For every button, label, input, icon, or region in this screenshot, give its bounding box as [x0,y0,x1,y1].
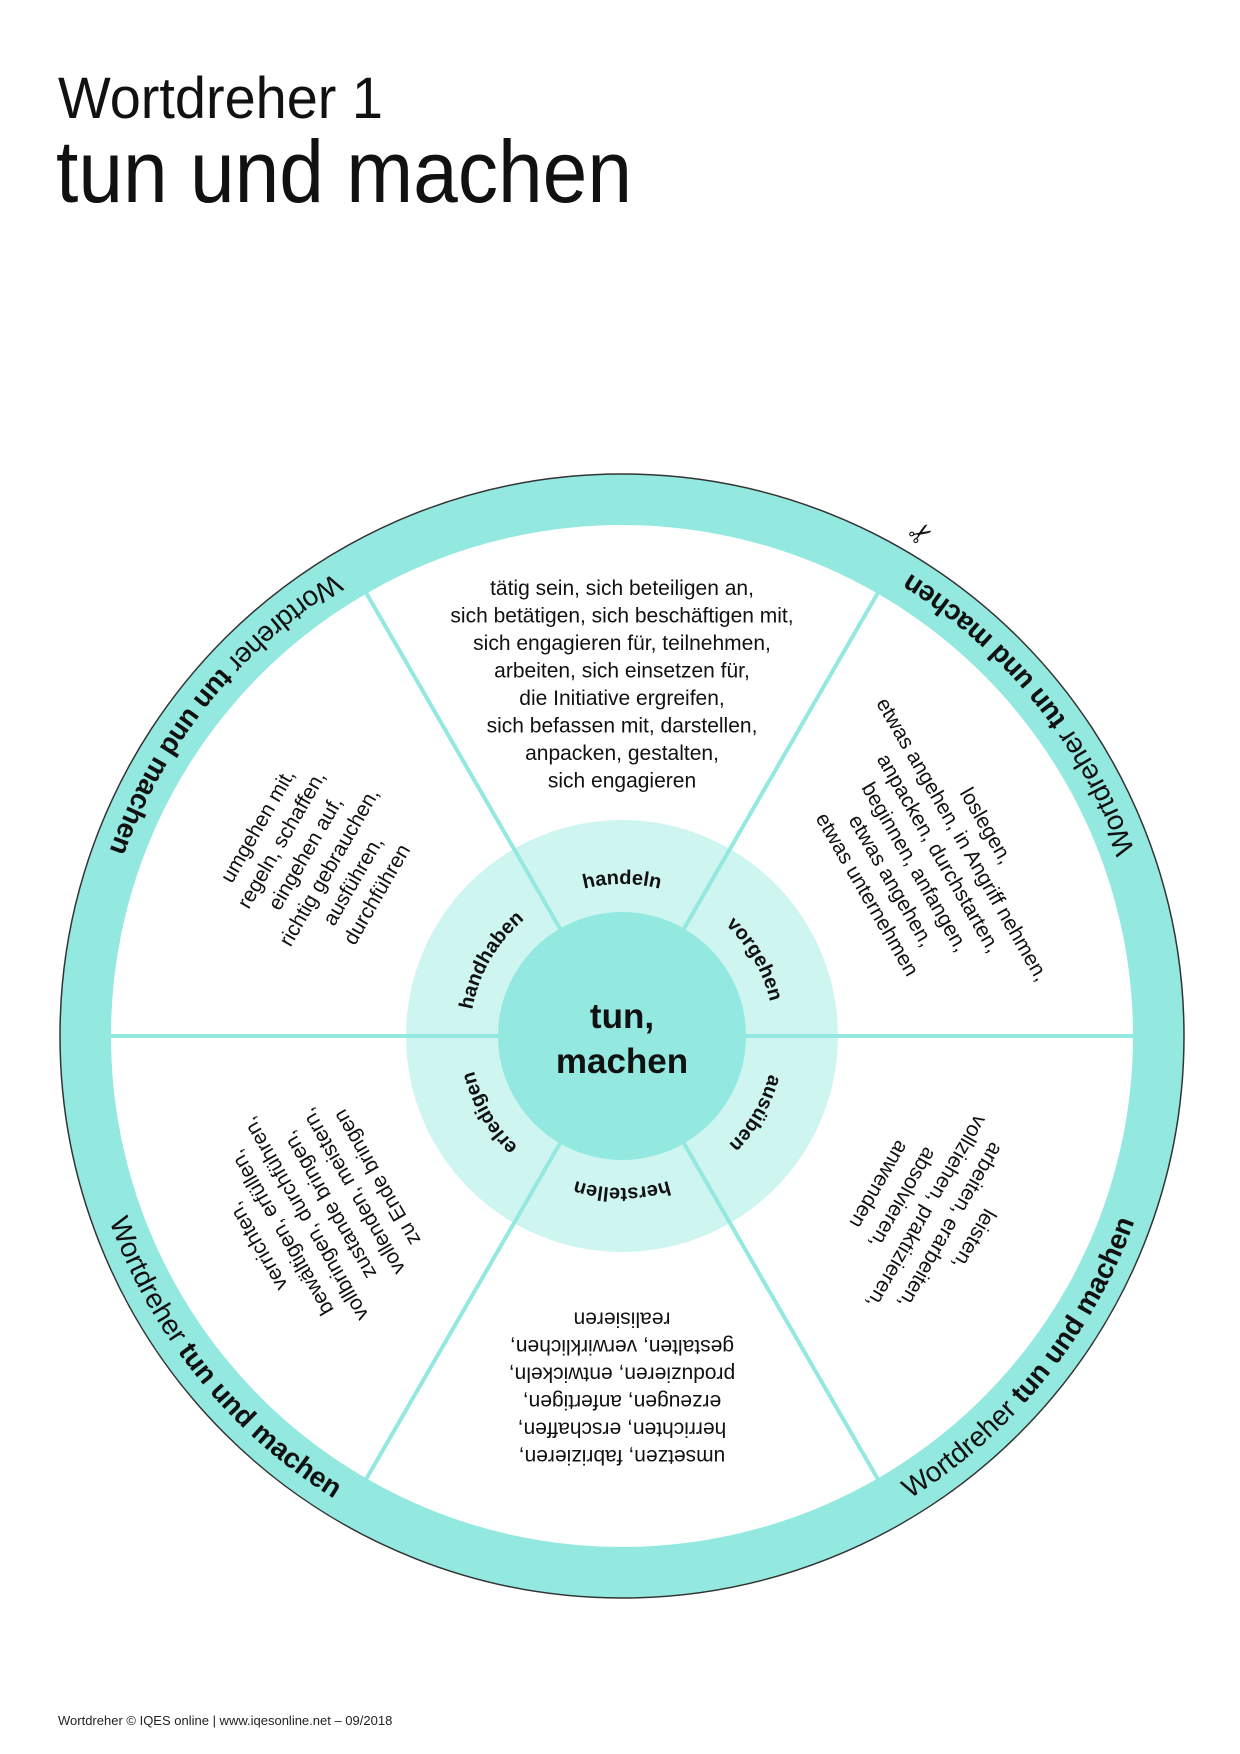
scissors-icon[interactable]: ✂ [902,514,939,554]
sector-line: sich engagieren für, teilnehmen, [473,632,771,655]
sector-divider [682,591,880,930]
sector-divider [682,1142,880,1481]
center-word-1: tun, [590,997,654,1036]
word-wheel: tun, machen handelnvorgehenausübenherste… [59,473,1185,1599]
worksheet-title: tun und machen [56,122,632,221]
sector-line: erzeugen, anfertigen, [523,1390,721,1413]
sector-line: sich befassen mit, darstellen, [487,714,758,737]
sector-line: anpacken, gestalten, [525,742,719,765]
center-circle [498,912,746,1160]
sector-divider [364,1142,562,1481]
sector-line: sich engagieren [548,769,696,792]
sector-line: umsetzen, fabrizieren, [519,1445,726,1468]
sector-line: die Initiative ergreifen, [519,687,724,710]
worksheet-subtitle: Wortdreher 1 [58,66,383,131]
sector-line: gestalten, verwirklichen, [510,1335,734,1358]
sector-texts: tätig sein, sich beteiligen an, sich betä… [216,577,1053,1468]
sector-line: realisieren [574,1307,671,1330]
sector-line: arbeiten, sich einsetzen für, [494,659,750,682]
sector-line: tätig sein, sich beteiligen an, [490,577,754,600]
sector-line: produzieren, entwickeln, [509,1362,735,1385]
sector-divider [364,591,562,930]
sector-dividers [110,591,1134,1481]
sector-line: sich betätigen, sich beschäftigen mit, [450,604,793,627]
sector-4: umsetzen, fabrizieren, herrichten, erscha… [509,1307,735,1468]
sector-1: tätig sein, sich beteiligen an, sich betä… [450,577,793,793]
sector-line: herrichten, erschaffen, [518,1417,727,1440]
footer-text: Wortdreher © IQES online | www.iqesonlin… [58,1713,392,1728]
center-word-2: machen [556,1042,688,1081]
